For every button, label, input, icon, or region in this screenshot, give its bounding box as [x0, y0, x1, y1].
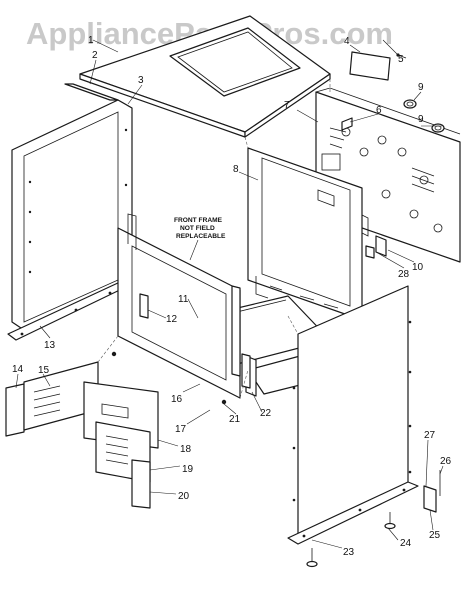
callout-25: 25	[429, 530, 441, 541]
callout-20: 20	[178, 491, 190, 502]
callout-10: 10	[412, 262, 424, 273]
note-line-2: NOT FIELD	[180, 225, 215, 232]
callout-27: 27	[424, 430, 436, 441]
callout-leaders	[15, 39, 444, 549]
small-cover-plate	[349, 51, 391, 81]
front-frame-note: FRONT FRAME NOT FIELD REPLACEABLE	[174, 217, 226, 240]
hinge-receiver	[139, 293, 149, 319]
callout-7: 7	[284, 100, 290, 111]
anti-tip-bracket	[423, 470, 441, 513]
callout-2: 2	[92, 50, 98, 61]
callout-6: 6	[376, 105, 382, 116]
drawer-vent-panel	[23, 361, 99, 431]
drawer-side-panel	[5, 383, 25, 437]
callout-17: 17	[175, 424, 187, 435]
side-bracket	[231, 285, 241, 377]
wire-clip	[375, 235, 387, 257]
screw-icon	[111, 351, 117, 357]
callout-8: 8	[233, 164, 239, 175]
grommet-icon	[403, 99, 417, 109]
leveling-leg-icon	[306, 548, 318, 568]
callout-18: 18	[180, 444, 192, 455]
callout-19: 19	[182, 464, 194, 475]
callout-22: 22	[260, 408, 272, 419]
callout-15: 15	[38, 365, 50, 376]
callout-4: 4	[344, 36, 350, 47]
callout-24: 24	[400, 538, 412, 549]
small-drawer-panel	[131, 459, 151, 509]
callout-13: 13	[44, 340, 56, 351]
note-line-3: REPLACEABLE	[176, 233, 226, 240]
top-panel	[79, 15, 331, 138]
callout-11: 11	[178, 294, 189, 305]
callout-5: 5	[398, 54, 404, 65]
rear-clip	[365, 245, 375, 259]
callout-1: 1	[88, 35, 94, 46]
callout-28: 28	[398, 269, 410, 280]
left-side-panel	[11, 99, 133, 331]
leveling-leg-icon	[384, 512, 396, 530]
front-bottom-trim	[241, 353, 251, 389]
callout-26: 26	[440, 456, 452, 467]
right-bottom-rail	[287, 481, 419, 545]
front-frame	[117, 213, 241, 399]
screw-icon	[221, 399, 227, 405]
note-line-1: FRONT FRAME	[174, 217, 223, 224]
callout-12: 12	[166, 314, 178, 325]
callout-21: 21	[229, 414, 241, 425]
grommet-icon	[431, 123, 445, 133]
callout-9-upper: 9	[418, 82, 424, 93]
callout-14: 14	[12, 364, 24, 375]
callout-16: 16	[171, 394, 183, 405]
callout-23: 23	[343, 547, 355, 558]
callout-9-lower: 9	[418, 114, 424, 125]
small-bracket	[341, 117, 353, 131]
callout-3: 3	[138, 75, 144, 86]
inner-back-panel	[247, 147, 363, 321]
